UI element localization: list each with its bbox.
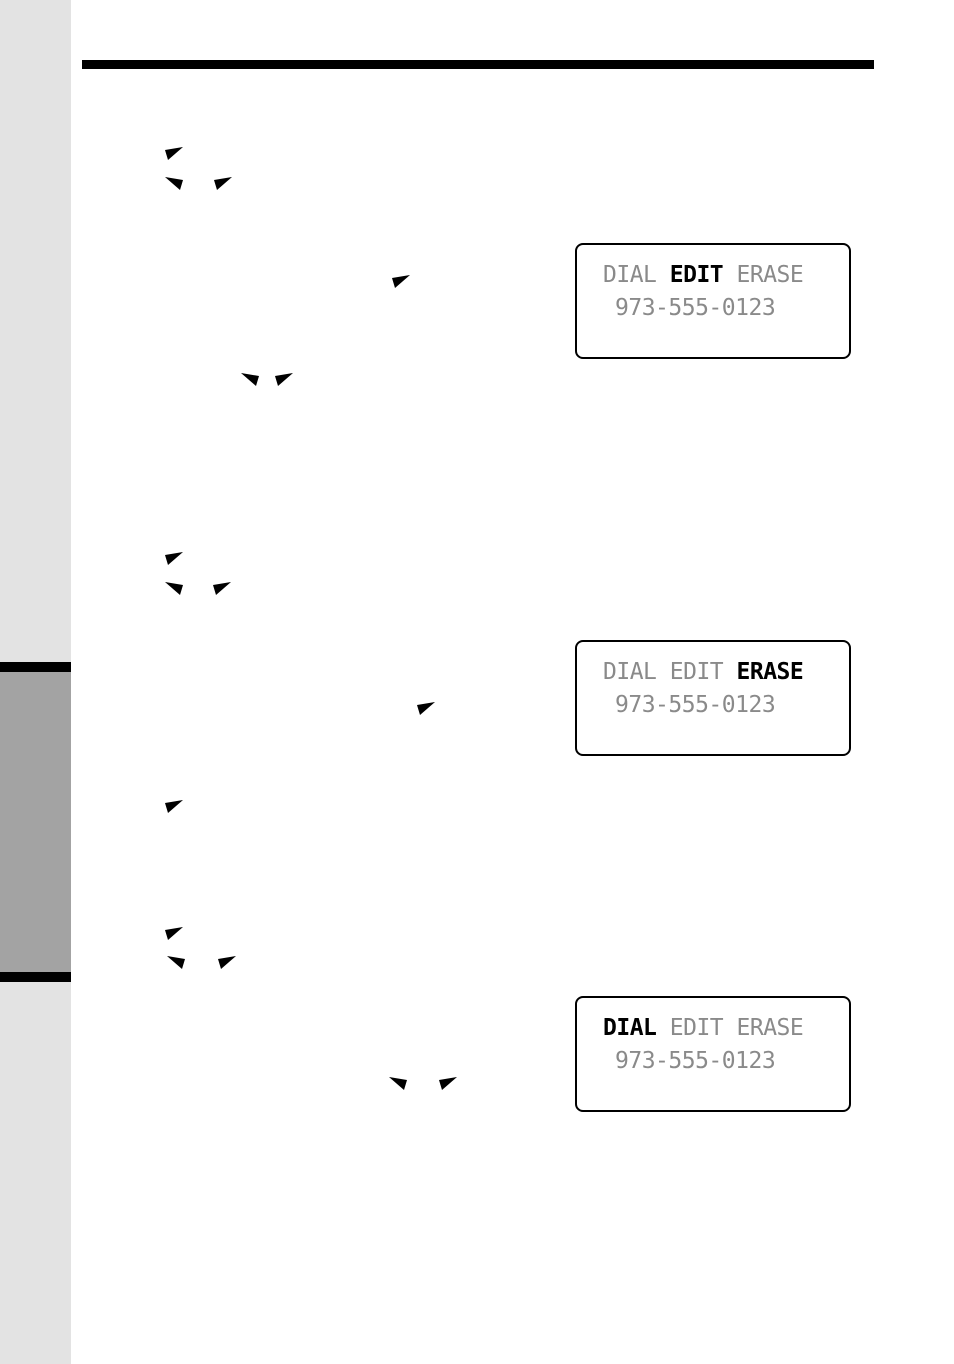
right-soft-key-icon (165, 800, 183, 813)
menu-option-edit: EDIT (669, 659, 724, 685)
right-soft-key-icon (213, 582, 231, 595)
menu-option-dial: DIAL (603, 262, 657, 288)
right-soft-key-icon (165, 147, 183, 160)
right-soft-key-icon (214, 177, 232, 190)
left-soft-key-icon (165, 582, 183, 595)
menu-option-edit: EDIT (669, 1015, 724, 1041)
display-phone-number: 973-555-0123 (615, 692, 776, 718)
menu-option-erase: ERASE (736, 1015, 804, 1041)
display-menu: DIAL EDIT ERASE (603, 261, 843, 289)
menu-option-erase: ERASE (736, 262, 804, 288)
right-soft-key-icon (275, 373, 293, 386)
right-soft-key-icon (392, 275, 410, 288)
menu-option-dial: DIAL (603, 659, 657, 685)
display-menu: DIAL EDIT ERASE (603, 658, 843, 686)
menu-option-erase: ERASE (736, 659, 804, 685)
display-phone-number: 973-555-0123 (615, 295, 776, 321)
right-soft-key-icon (439, 1077, 457, 1090)
right-soft-key-icon (165, 552, 183, 565)
left-soft-key-icon (165, 177, 183, 190)
header-rule (82, 60, 874, 69)
handset-display-erase: DIAL EDIT ERASE 973-555-0123 (575, 640, 851, 756)
display-phone-number: 973-555-0123 (615, 1048, 776, 1074)
right-soft-key-icon (218, 956, 236, 969)
display-menu: DIAL EDIT ERASE (603, 1014, 843, 1042)
right-soft-key-icon (417, 702, 435, 715)
left-soft-key-icon (167, 956, 185, 969)
section-thumb-tab (0, 662, 71, 982)
handset-display-edit: DIAL EDIT ERASE 973-555-0123 (575, 243, 851, 359)
right-soft-key-icon (165, 927, 183, 940)
menu-option-edit: EDIT (669, 262, 724, 288)
handset-display-dial: DIAL EDIT ERASE 973-555-0123 (575, 996, 851, 1112)
left-soft-key-icon (389, 1077, 407, 1090)
left-soft-key-icon (241, 373, 259, 386)
menu-option-dial: DIAL (603, 1015, 657, 1041)
